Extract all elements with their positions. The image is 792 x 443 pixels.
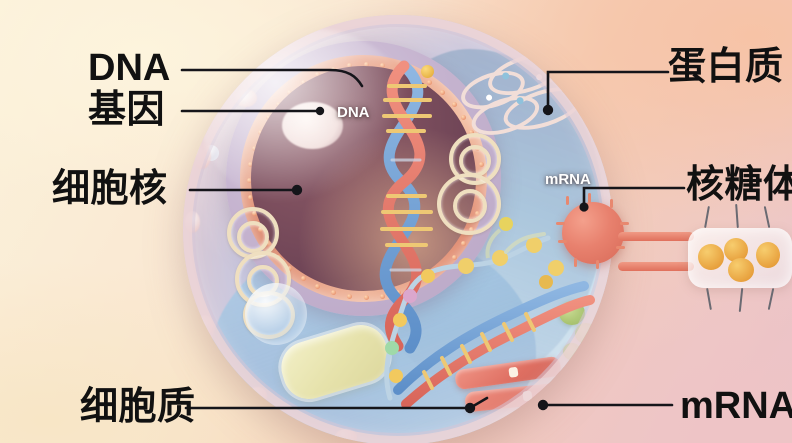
nuclear-pore: [363, 294, 369, 300]
nuclear-pore: [248, 194, 254, 200]
dot-cytoplasm: [464, 402, 476, 414]
inner-label-dna: DNA: [337, 104, 370, 121]
vesicle-green-3: [563, 343, 581, 360]
nuclear-pore: [451, 254, 457, 260]
nuclear-pore: [461, 115, 467, 121]
nuclear-pore: [451, 102, 457, 108]
dot-ribosome: [579, 202, 589, 212]
mrna-single-strand: [384, 217, 551, 401]
label-cytoplasm: 细胞质: [80, 386, 196, 428]
nuclear-pore: [461, 241, 467, 247]
nuclear-pore: [439, 90, 445, 96]
leader-cytoplasm: [184, 396, 489, 410]
nuclear-pore: [426, 80, 432, 86]
nuclear-pore: [300, 276, 306, 282]
label-mrna: mRNA: [680, 385, 792, 427]
nuclear-pore: [380, 293, 386, 299]
translation-tube-upper: [618, 232, 694, 241]
leader-dna: [180, 68, 364, 88]
mrna-helix-cytoplasm: [393, 281, 595, 409]
cell-highlight: [200, 27, 416, 209]
dot-mrna: [537, 399, 549, 411]
leader-lines: [180, 68, 686, 410]
leader-dots: [291, 104, 589, 414]
cell-illustration: [183, 15, 613, 443]
leader-ribosome: [582, 186, 686, 208]
dot-gene: [315, 106, 325, 116]
label-protein: 蛋白质: [668, 46, 784, 88]
protein-cap-bead: [421, 65, 434, 78]
vesicle-large: [245, 283, 307, 345]
vesicle-green-2: [575, 323, 597, 344]
membrane-bump: [185, 211, 200, 233]
golgi-spiral-right: [431, 133, 509, 251]
nuclear-pore: [347, 293, 352, 299]
translation-tube-lower: [618, 262, 694, 271]
polypeptide-capsule: [688, 228, 792, 288]
label-nucleus: 细胞核: [52, 168, 168, 210]
nuclear-pore: [330, 290, 336, 296]
trna-molecules: [539, 260, 564, 289]
cell-body: [183, 15, 613, 443]
label-dna: DNA: [88, 47, 171, 89]
inner-label-mrna: mRNA: [545, 171, 591, 188]
label-ribosome: 核糖体: [686, 164, 792, 206]
nuclear-pore: [287, 266, 293, 272]
nuclear-pore: [469, 130, 475, 136]
label-gene: 基因: [88, 89, 166, 131]
membrane-bump: [197, 315, 213, 337]
dot-nucleus: [291, 184, 303, 196]
nuclear-pore: [315, 284, 321, 290]
membrane-bump: [335, 429, 357, 443]
leader-protein: [546, 70, 670, 112]
dot-protein: [542, 104, 554, 116]
dna-helix-nucleus: [379, 60, 433, 354]
nuclear-pore: [396, 290, 402, 296]
membrane-bump: [247, 387, 267, 405]
